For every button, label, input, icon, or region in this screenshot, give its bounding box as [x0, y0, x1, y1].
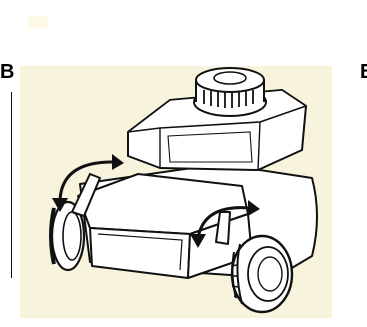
right-wheel: [231, 236, 292, 312]
section-divider-line: [11, 92, 12, 278]
mower-illustration: [20, 66, 338, 318]
section-label-right-cropped: B: [360, 62, 367, 82]
faint-header-mark: [28, 16, 48, 28]
fuel-cap-center: [214, 72, 246, 84]
section-label-left: B: [0, 62, 14, 82]
